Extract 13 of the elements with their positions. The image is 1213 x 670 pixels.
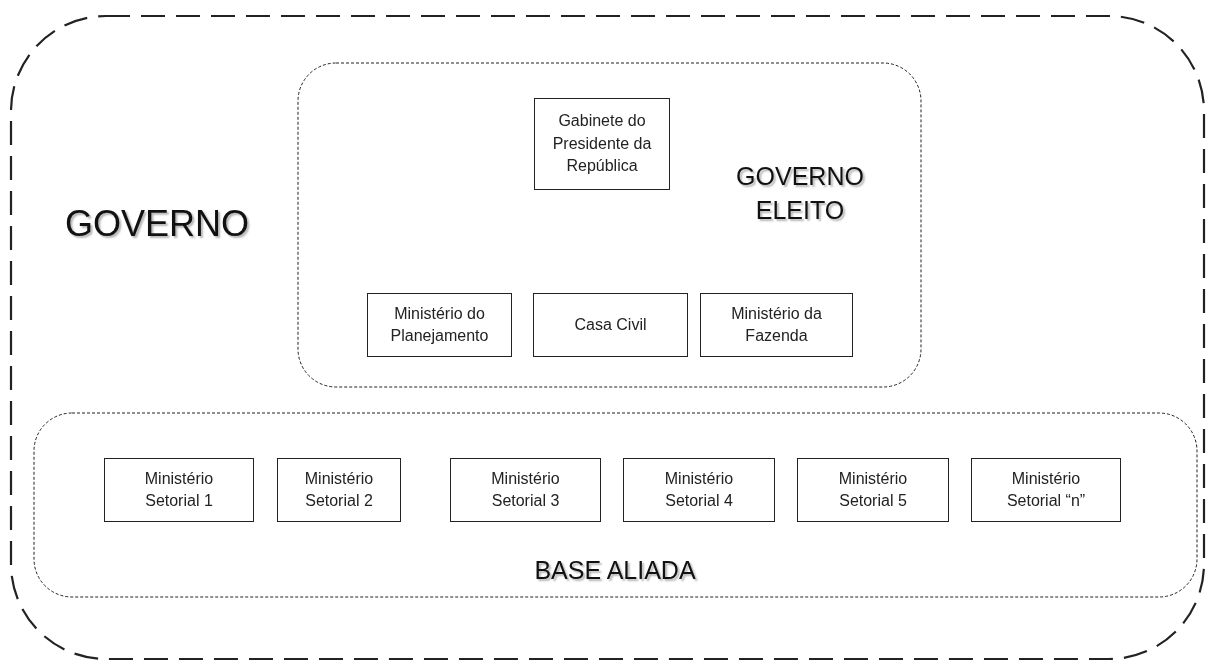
group-title: GOVERNO — [64, 202, 250, 246]
ministry-box: Casa Civil — [533, 293, 688, 357]
group-title: GOVERNO ELEITO — [735, 161, 865, 226]
group-title: BASE ALIADA — [533, 555, 697, 586]
ministry-box: Gabinete do Presidente da República — [534, 98, 670, 190]
ministry-box: Ministério Setorial 5 — [797, 458, 949, 522]
ministry-box: Ministério Setorial 2 — [277, 458, 401, 522]
ministry-box: Ministério do Planejamento — [367, 293, 512, 357]
ministry-box: Ministério Setorial 1 — [104, 458, 254, 522]
ministry-box: Ministério da Fazenda — [700, 293, 853, 357]
ministry-box: Ministério Setorial 3 — [450, 458, 601, 522]
ministry-box: Ministério Setorial 4 — [623, 458, 775, 522]
ministry-box: Ministério Setorial “n” — [971, 458, 1121, 522]
